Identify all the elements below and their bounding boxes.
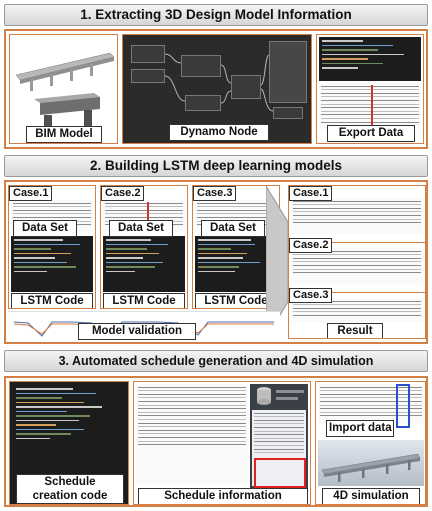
dynamo-node-block — [131, 69, 165, 83]
model-validation-label: Model validation — [78, 323, 196, 340]
database-icon — [257, 387, 304, 405]
import-table — [318, 384, 424, 424]
import-highlight-box — [396, 384, 410, 428]
case-2-code-label: LSTM Code — [103, 293, 185, 308]
result-divider — [289, 242, 425, 243]
result-case-1-table — [291, 198, 423, 234]
case-3-dataset-label: Data Set — [201, 220, 265, 237]
schedule-info-panel: Schedule information — [133, 381, 311, 505]
section-2-title: 2. Building LSTM deep learning models — [4, 155, 428, 177]
case-2-code-window — [103, 236, 185, 292]
import-data-label: Import data — [326, 420, 394, 437]
dynamo-node-block — [181, 55, 221, 77]
schedule-info-label: Schedule information — [138, 488, 308, 504]
case-2-dataset-label: Data Set — [109, 220, 173, 237]
simulation-label: 4D simulation — [322, 488, 420, 504]
result-divider — [289, 292, 425, 293]
bim-model-label: BIM Model — [26, 126, 102, 143]
dynamo-node-block — [185, 95, 221, 111]
result-label: Result — [327, 323, 383, 338]
schedule-code-label-line-1: Schedule — [44, 476, 96, 488]
schedule-code-panel: Schedule creation code — [9, 381, 129, 505]
schedule-table — [136, 384, 248, 484]
section-1-panel: BIM Model Dynamo Node Export Dat — [4, 29, 428, 149]
case-1-code-label: LSTM Code — [11, 293, 93, 308]
result-case-3-tag: Case.3 — [289, 288, 333, 303]
dynamo-node-block — [131, 45, 165, 63]
export-table — [319, 83, 421, 129]
section-1-title: 1. Extracting 3D Design Model Informatio… — [4, 4, 428, 26]
bridge-3d-model — [321, 453, 421, 482]
dynamo-node-label: Dynamo Node — [169, 124, 269, 141]
result-panel: Case.1 Case.2 Case.3 Result — [288, 185, 426, 339]
case-2-panel: Case.2 Data Set LSTM Code — [100, 185, 188, 309]
properties-list — [252, 410, 306, 486]
section-3-title: 3. Automated schedule generation and 4D … — [4, 350, 428, 372]
dynamo-wires — [164, 53, 274, 112]
export-data-label: Export Data — [327, 125, 415, 142]
result-case-1-tag: Case.1 — [289, 186, 333, 201]
bim-model-image — [15, 52, 115, 139]
section-3-panel: Schedule creation code Schedule informat… — [4, 376, 428, 507]
case-1-tag: Case.1 — [9, 186, 53, 201]
case-3-panel: Case.3 Data Set LSTM Code — [192, 185, 280, 309]
properties-window — [250, 384, 308, 488]
export-data-panel: Export Data — [316, 34, 424, 144]
dynamo-node-block — [231, 75, 261, 99]
case-2-highlight-line — [147, 202, 149, 230]
properties-highlight-box — [254, 458, 306, 488]
case-3-code-window — [195, 236, 277, 292]
dynamo-node-block — [269, 41, 307, 103]
case-1-dataset-label: Data Set — [13, 220, 77, 237]
dynamo-node-block — [273, 107, 303, 119]
case-1-panel: Case.1 Data Set LSTM Code — [8, 185, 96, 309]
case-1-code-window — [11, 236, 93, 292]
import-simulation-panel: Import data 4D simulation — [315, 381, 426, 505]
export-code-window — [319, 37, 421, 81]
section-2-panel: Case.1 Data Set LSTM Code Case.2 Data Se… — [4, 180, 428, 344]
export-highlight-line — [371, 85, 373, 125]
result-case-2-table — [291, 248, 423, 284]
dynamo-node-panel: Dynamo Node — [122, 34, 312, 144]
schedule-code-window — [13, 385, 127, 473]
schedule-code-label-line-2: creation code — [32, 490, 108, 502]
bim-model-panel: BIM Model — [9, 34, 118, 144]
schedule-code-label: Schedule creation code — [16, 474, 124, 504]
result-case-2-tag: Case.2 — [289, 238, 333, 253]
funnel-arrow-icon — [266, 185, 288, 339]
case-3-tag: Case.3 — [193, 186, 237, 201]
simulation-view — [318, 440, 424, 486]
case-3-code-label: LSTM Code — [195, 293, 277, 308]
case-2-tag: Case.2 — [101, 186, 145, 201]
